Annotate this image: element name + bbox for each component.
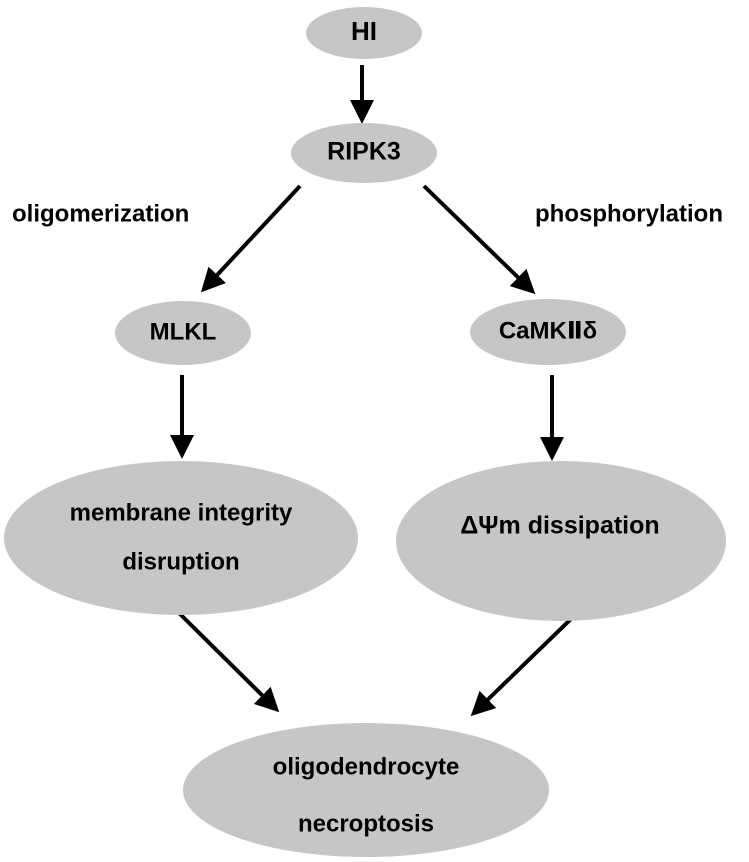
arrow-ripk3-to-mlkl bbox=[200, 184, 302, 293]
node-mlkl: MLKL bbox=[115, 301, 251, 365]
node-necroptosis-shape bbox=[183, 723, 549, 857]
node-membrane-disruption-label-line-1: membrane integrity bbox=[70, 499, 293, 526]
node-hi: HI bbox=[306, 7, 422, 59]
node-membrane-disruption-shape bbox=[4, 461, 358, 615]
node-membrane-disruption-label-line-2: disruption bbox=[122, 548, 239, 575]
node-necroptosis-label-line-2: necroptosis bbox=[298, 810, 434, 837]
arrow-ripk3-to-camk bbox=[422, 184, 536, 295]
node-dissipation-label: ΔΨm dissipation bbox=[460, 512, 659, 540]
node-ripk3-label: RIPK3 bbox=[327, 138, 401, 166]
node-dissipation-shape bbox=[396, 461, 726, 621]
arrow-dissipation-to-necroptosis bbox=[470, 615, 575, 717]
node-hi-shape bbox=[306, 7, 422, 59]
node-camk2d-label: CaMKⅡδ bbox=[499, 317, 597, 344]
node-ripk3: RIPK3 bbox=[291, 123, 437, 183]
edge-label-phosphorylation: phosphorylation bbox=[535, 200, 723, 227]
arrow-membrane-to-necroptosis bbox=[176, 610, 280, 713]
node-mlkl-shape bbox=[115, 301, 251, 365]
node-membrane-disruption: membrane integrity disruption bbox=[4, 461, 358, 615]
node-necroptosis: oligodendrocyte necroptosis bbox=[183, 723, 549, 857]
node-camk2d-shape bbox=[470, 299, 626, 365]
edges bbox=[170, 65, 575, 717]
node-mlkl-label: MLKL bbox=[150, 318, 217, 345]
edge-label-oligomerization: oligomerization bbox=[12, 200, 189, 227]
node-camk2d: CaMKⅡδ bbox=[470, 299, 626, 365]
node-dissipation: ΔΨm dissipation bbox=[396, 461, 726, 621]
node-necroptosis-label-line-1: oligodendrocyte bbox=[273, 753, 460, 780]
node-ripk3-shape bbox=[291, 123, 437, 183]
node-hi-label: HI bbox=[351, 16, 377, 46]
